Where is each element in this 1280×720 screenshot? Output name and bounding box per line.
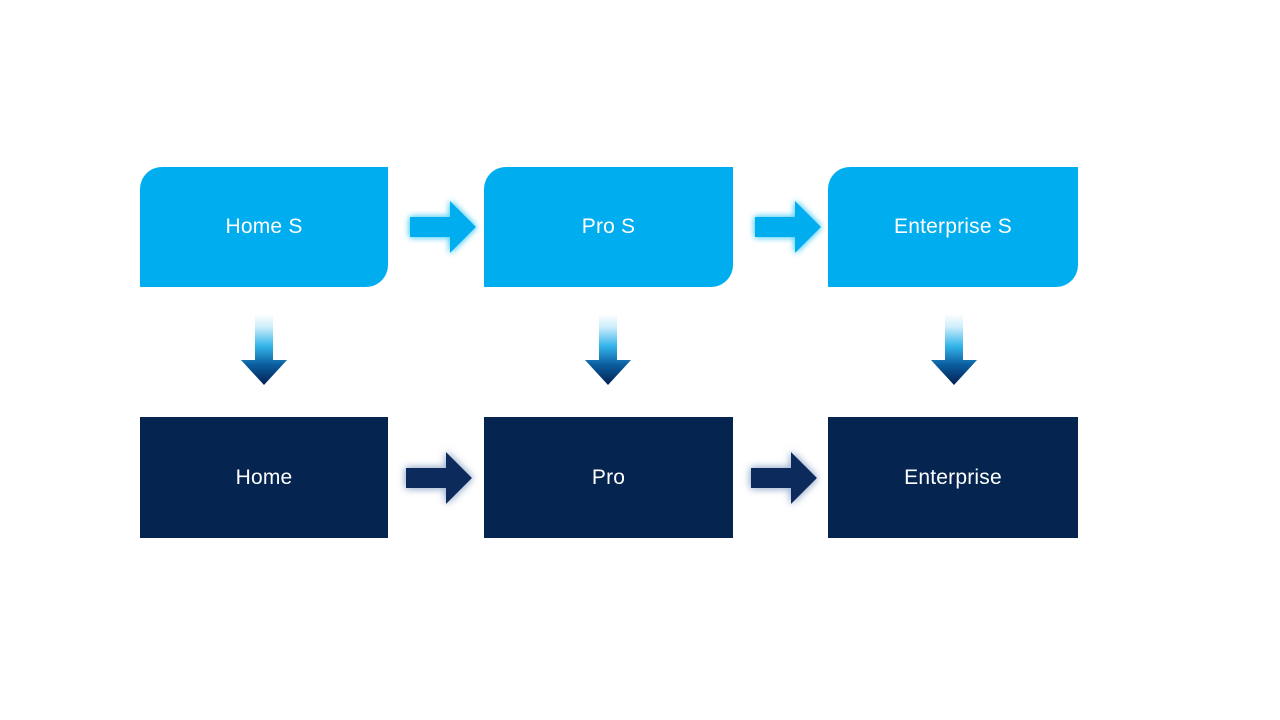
node-label: Pro S (581, 215, 636, 239)
node-enterprise[interactable]: Enterprise (828, 417, 1078, 538)
node-label: Home (235, 465, 293, 489)
arrow-right-icon-product-1 (404, 449, 474, 507)
node-home-s[interactable]: Home S (140, 167, 388, 287)
node-label: Home S (225, 215, 303, 239)
arrow-down-icon-home (239, 314, 289, 386)
node-pro[interactable]: Pro (484, 417, 733, 538)
arrow-right-icon-service-1 (408, 198, 478, 256)
arrow-right-icon-product-2 (749, 449, 819, 507)
node-label: Enterprise S (894, 215, 1012, 239)
node-home[interactable]: Home (140, 417, 388, 538)
arrow-down-icon-enterprise (929, 314, 979, 386)
node-pro-s[interactable]: Pro S (484, 167, 733, 287)
node-label: Enterprise (904, 465, 1002, 489)
arrow-right-icon-service-2 (753, 198, 823, 256)
arrow-down-icon-pro (583, 314, 633, 386)
node-label: Pro (591, 465, 626, 489)
node-enterprise-s[interactable]: Enterprise S (828, 167, 1078, 287)
